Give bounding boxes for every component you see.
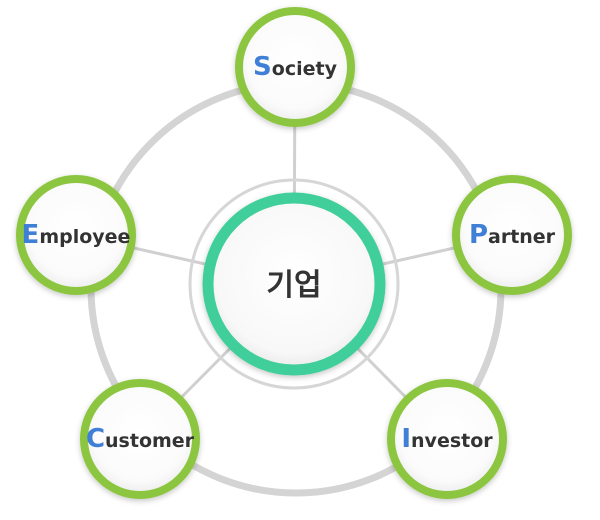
node-rest-investor: nvestor [411, 430, 493, 452]
node-label-partner: Partner [469, 220, 556, 250]
center-circle [202, 192, 386, 376]
node-partner: Partner [452, 175, 572, 295]
center-node: 기업 [188, 178, 400, 390]
node-initial-investor: I [401, 424, 411, 454]
center-label: 기업 [266, 268, 321, 303]
node-rest-customer: ustomer [105, 430, 195, 452]
node-initial-employee: E [22, 220, 40, 250]
node-circle-employee [16, 175, 136, 295]
node-employee: Employee [16, 175, 136, 295]
node-label-society: Society [253, 52, 338, 82]
node-label-customer: Customer [86, 424, 195, 454]
node-initial-customer: C [86, 424, 105, 454]
node-investor: Investor [387, 379, 507, 499]
node-circle-society [235, 7, 355, 127]
node-society: Society [235, 7, 355, 127]
node-circle-customer [80, 379, 200, 499]
node-customer: Customer [80, 379, 200, 499]
node-initial-society: S [253, 52, 272, 82]
node-circle-partner [452, 175, 572, 295]
node-label-investor: Investor [401, 424, 493, 454]
node-rest-society: ociety [272, 58, 338, 80]
node-rest-employee: mployee [39, 226, 130, 248]
node-rest-partner: artner [488, 226, 556, 248]
node-circle-investor [387, 379, 507, 499]
node-initial-partner: P [469, 220, 488, 250]
center-outer-ring [188, 178, 400, 390]
node-label-employee: Employee [22, 220, 131, 250]
